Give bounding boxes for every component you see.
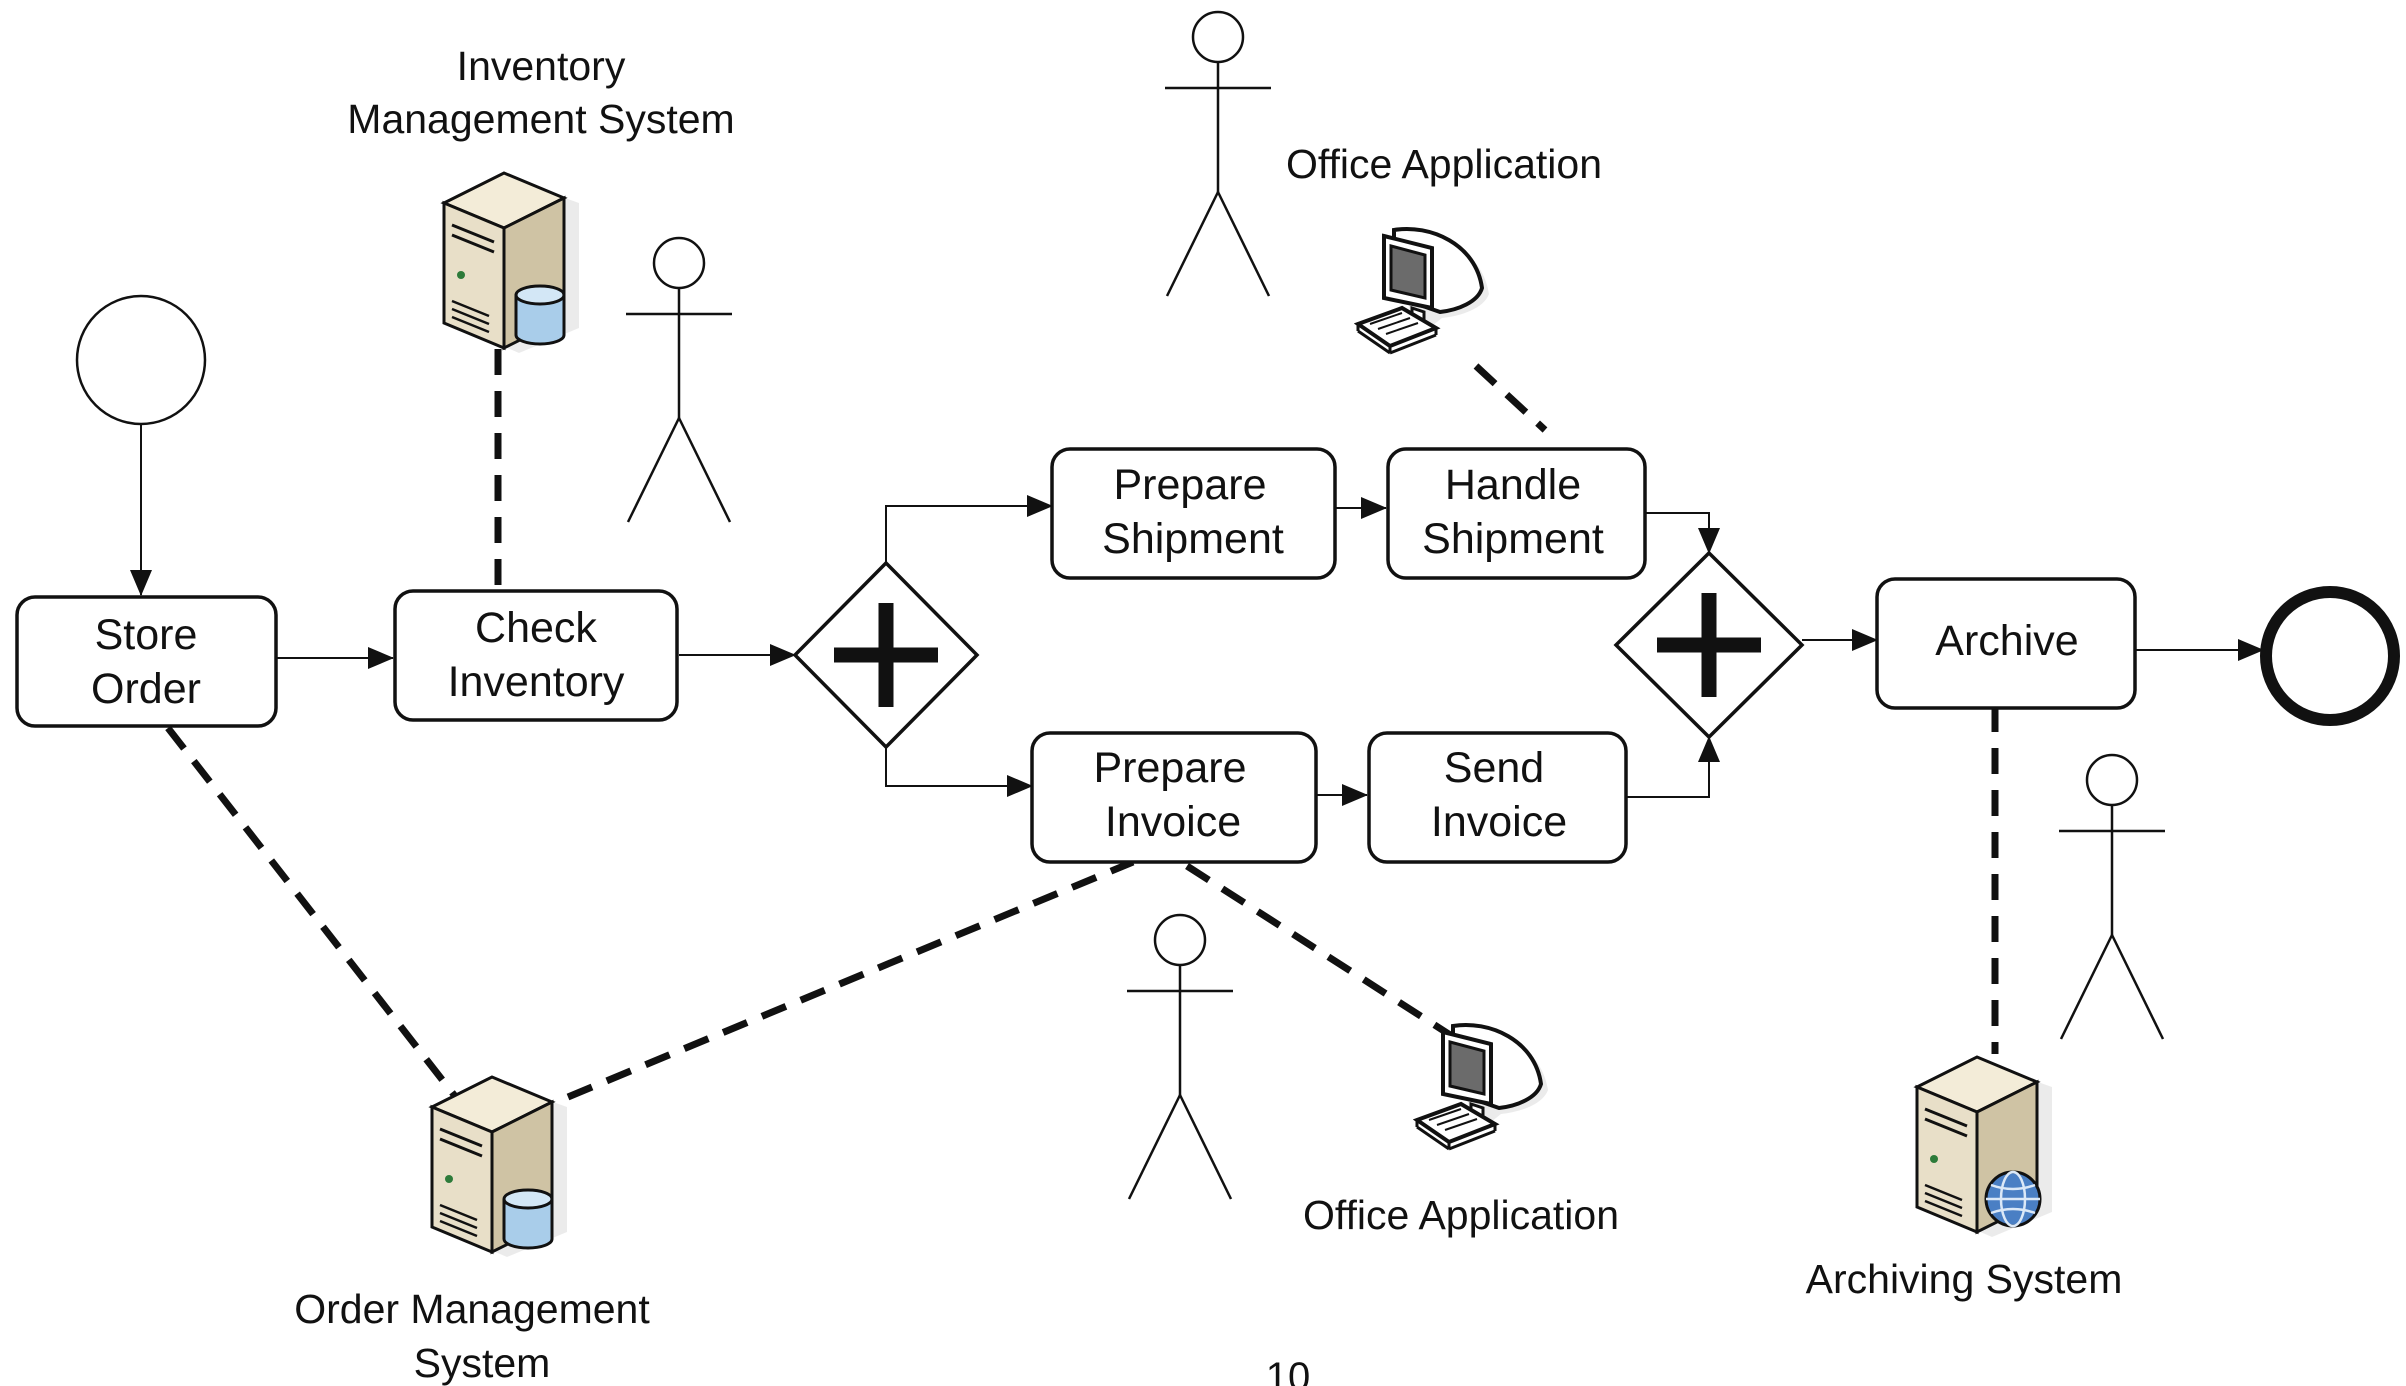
task-handle-shipment-line2: Shipment bbox=[1422, 515, 1604, 563]
label-order-line1: Order Management bbox=[294, 1286, 650, 1332]
actor-inventory-icon bbox=[624, 236, 734, 524]
end-event[interactable] bbox=[2260, 586, 2400, 726]
task-store-order[interactable]: Store Order bbox=[15, 595, 278, 728]
svg-text:Invoice: Invoice bbox=[1105, 798, 1241, 846]
svg-text:Management System: Management System bbox=[347, 96, 734, 142]
svg-text:Shipment: Shipment bbox=[1422, 515, 1604, 563]
flow-send-invoice-to-join bbox=[1627, 736, 1720, 798]
label-order-system: Order Management System bbox=[294, 1286, 650, 1386]
svg-text:Shipment: Shipment bbox=[1102, 515, 1284, 563]
task-prepare-shipment-line1: Prepare bbox=[1114, 461, 1267, 509]
task-check-inventory-line1: Check bbox=[475, 604, 597, 652]
svg-text:Inventory: Inventory bbox=[457, 43, 626, 89]
svg-text:Check: Check bbox=[475, 604, 597, 652]
assoc-order-system-to-prepare-invoice bbox=[566, 858, 1135, 1101]
label-archiving-system: Archiving System bbox=[1806, 1256, 2123, 1302]
svg-text:Prepare: Prepare bbox=[1094, 744, 1247, 792]
svg-text:Inventory: Inventory bbox=[448, 658, 625, 706]
svg-text:Invoice: Invoice bbox=[1431, 798, 1567, 846]
task-check-inventory-line2: Inventory bbox=[448, 658, 625, 706]
label-inventory-line2: Management System bbox=[347, 96, 734, 142]
flow-split-to-prepare-invoice bbox=[885, 747, 1033, 797]
task-send-invoice-line2: Invoice bbox=[1431, 798, 1567, 846]
label-inventory-system: Inventory Management System bbox=[347, 43, 734, 142]
svg-text:Order: Order bbox=[91, 665, 201, 713]
label-office-app-bottom: Office Application bbox=[1303, 1192, 1619, 1238]
task-prepare-invoice[interactable]: Prepare Invoice bbox=[1030, 731, 1318, 864]
actor-archive-icon bbox=[2057, 753, 2167, 1041]
task-handle-shipment[interactable]: Handle Shipment bbox=[1386, 447, 1647, 580]
task-handle-shipment-line1: Handle bbox=[1445, 461, 1581, 509]
workstation-icon-bottom bbox=[1415, 1022, 1550, 1151]
server-database-icon-order bbox=[430, 1075, 569, 1257]
svg-text:System: System bbox=[414, 1340, 551, 1386]
actor-office-bottom-icon bbox=[1125, 913, 1235, 1201]
parallel-gateway-join[interactable] bbox=[1613, 550, 1805, 740]
task-prepare-shipment-line2: Shipment bbox=[1102, 515, 1284, 563]
task-prepare-shipment[interactable]: Prepare Shipment bbox=[1050, 447, 1337, 580]
svg-text:Send: Send bbox=[1444, 744, 1544, 792]
page-number: 10 bbox=[1266, 1355, 1311, 1386]
task-send-invoice-line1: Send bbox=[1444, 744, 1544, 792]
svg-text:Store: Store bbox=[95, 611, 198, 659]
sequence-flows bbox=[130, 423, 2264, 806]
actor-office-top-icon bbox=[1163, 10, 1273, 298]
workstation-icon-top bbox=[1356, 226, 1491, 355]
assoc-office-app-top bbox=[1473, 363, 1548, 433]
start-event[interactable] bbox=[75, 294, 207, 426]
svg-text:Order Management: Order Management bbox=[294, 1286, 650, 1332]
server-database-icon-inventory bbox=[442, 171, 581, 353]
task-archive[interactable]: Archive bbox=[1875, 577, 2137, 710]
task-prepare-invoice-line2: Invoice bbox=[1105, 798, 1241, 846]
task-archive-label: Archive bbox=[1935, 617, 2078, 665]
assoc-prepare-invoice-to-office-app bbox=[1185, 863, 1460, 1043]
server-globe-icon-archiving bbox=[1915, 1055, 2054, 1237]
task-prepare-invoice-line1: Prepare bbox=[1094, 744, 1247, 792]
svg-text:Handle: Handle bbox=[1445, 461, 1581, 509]
task-send-invoice[interactable]: Send Invoice bbox=[1367, 731, 1628, 864]
label-office-app-top: Office Application bbox=[1286, 141, 1602, 187]
label-inventory-line1: Inventory bbox=[457, 43, 626, 89]
task-store-order-line1: Store bbox=[95, 611, 198, 659]
associations bbox=[165, 349, 1999, 1103]
flow-handle-shipment-to-join bbox=[1645, 512, 1720, 554]
label-order-line2: System bbox=[414, 1340, 551, 1386]
parallel-gateway-split[interactable] bbox=[792, 560, 980, 750]
task-store-order-line2: Order bbox=[91, 665, 201, 713]
flow-split-to-prepare-shipment bbox=[885, 495, 1053, 563]
svg-text:Prepare: Prepare bbox=[1114, 461, 1267, 509]
task-check-inventory[interactable]: Check Inventory bbox=[393, 589, 679, 722]
assoc-store-order-to-order-system bbox=[165, 725, 461, 1103]
svg-text:Archive: Archive bbox=[1935, 617, 2078, 665]
